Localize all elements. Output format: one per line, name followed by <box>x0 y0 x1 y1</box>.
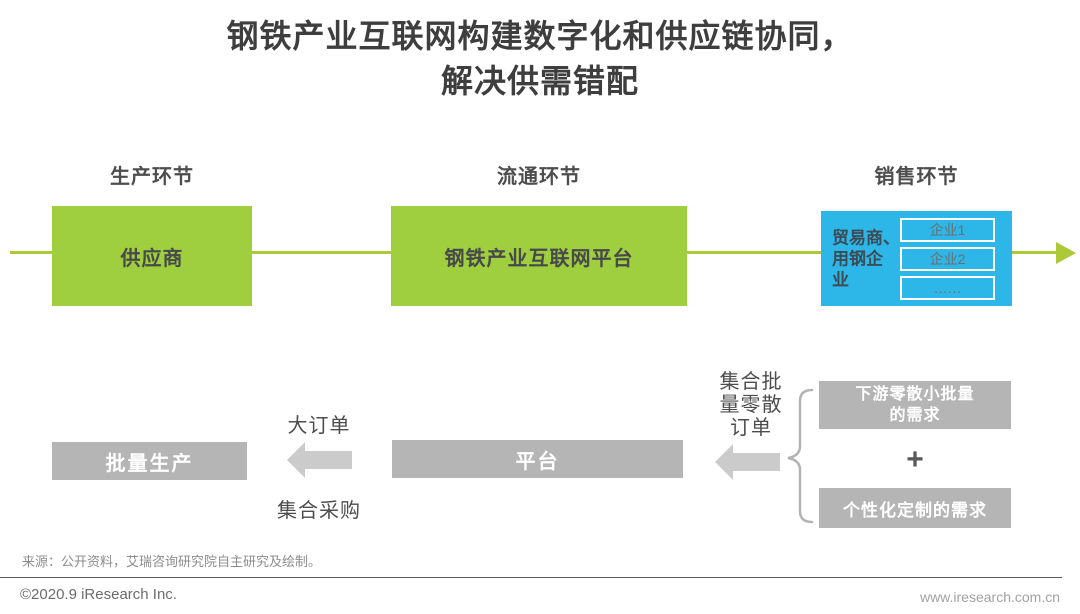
website-text: www.iresearch.com.cn <box>919 589 1060 605</box>
industry-platform-box: 钢铁产业互联网平台 <box>391 206 687 306</box>
platform-box-bottom: 平台 <box>392 440 683 478</box>
group-purchase-label: 集合采购 <box>277 500 361 522</box>
retail-demand-box: 下游零散小批量 的需求 <box>819 381 1011 429</box>
big-order-label: 大订单 <box>287 415 351 437</box>
left-arrow-shaft <box>305 451 352 469</box>
retail-demand-line1: 下游零散小批量 <box>855 386 975 403</box>
aggregated-orders-line1: 集合批 <box>719 371 783 393</box>
mass-production-box: 批量生产 <box>52 442 247 480</box>
traders-box: 贸易商、 用钢企 业 企业1 企业2 …… <box>821 211 1012 306</box>
traders-label-line1: 贸易商、 <box>832 228 900 247</box>
left-arrow-head <box>715 444 733 480</box>
left-arrow-shaft <box>733 453 780 471</box>
custom-demand-box: 个性化定制的需求 <box>819 488 1011 528</box>
left-arrow-icon-orders <box>287 442 352 478</box>
aggregated-orders-line3: 订单 <box>730 417 772 439</box>
company-box-1: 企业1 <box>900 218 995 242</box>
page-title-line1: 钢铁产业互联网构建数字化和供应链协同， <box>226 18 854 54</box>
left-arrow-icon-demand <box>715 444 780 480</box>
source-note: 来源：公开资料，艾瑞咨询研究院自主研究及绘制。 <box>22 554 322 569</box>
aggregated-orders-line2: 量零散 <box>719 394 783 416</box>
company-box-ellipsis: …… <box>900 276 995 300</box>
brace-icon <box>782 388 816 529</box>
supplier-box: 供应商 <box>52 206 252 306</box>
page-title: 钢铁产业互联网构建数字化和供应链协同， 解决供需错配 <box>0 14 1080 104</box>
flow-arrowhead-icon <box>1056 242 1076 264</box>
traders-label: 贸易商、 用钢企 业 <box>832 227 900 290</box>
traders-label-line2: 用钢企 <box>832 249 883 268</box>
footer-divider <box>0 577 1062 578</box>
company-list: 企业1 企业2 …… <box>900 218 995 300</box>
header-circulation-stage: 流通环节 <box>497 166 581 188</box>
page-title-line2: 解决供需错配 <box>440 63 639 99</box>
plus-sign: + <box>906 443 924 476</box>
aggregated-orders-label: 集合批 量零散 订单 <box>706 371 796 440</box>
retail-demand-line2: 的需求 <box>889 407 941 424</box>
header-sales-stage: 销售环节 <box>874 166 959 188</box>
company-box-2: 企业2 <box>900 247 995 271</box>
copyright-text: ©2020.9 iResearch Inc. <box>20 586 177 603</box>
header-production-stage: 生产环节 <box>110 166 194 188</box>
left-arrow-head <box>287 442 305 478</box>
traders-label-line3: 业 <box>832 270 849 289</box>
